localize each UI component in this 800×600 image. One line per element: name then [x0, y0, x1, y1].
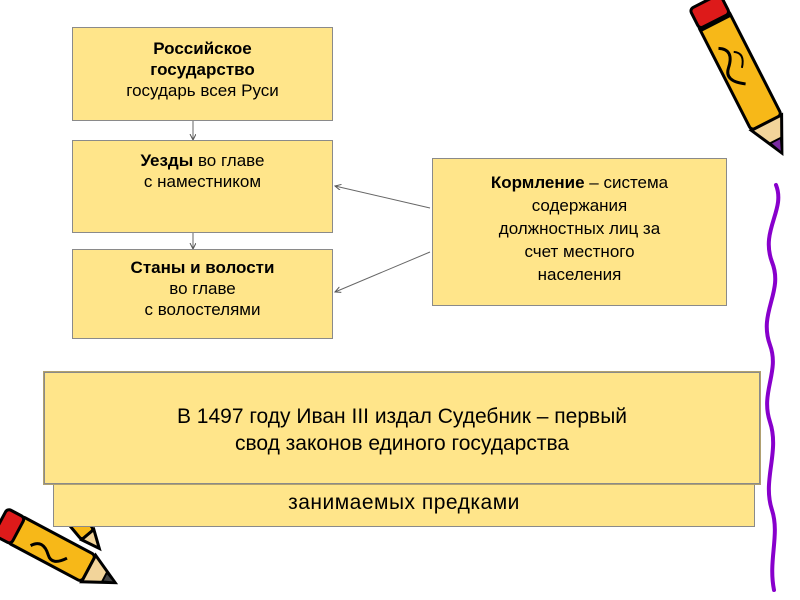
banner-sudebnik: В 1497 году Иван III издал Судебник – пе…: [44, 372, 760, 484]
pencil-icon: [0, 508, 119, 585]
box-uezd-text-2: с наместником: [143, 172, 262, 191]
box-kormlenie-text-2: содержания: [531, 196, 628, 215]
box-state-title-1: Российское: [153, 39, 252, 58]
box-uezd-title: Уезды: [140, 151, 194, 170]
box-kormlenie-text-4: счет местного: [524, 242, 635, 261]
banner-sudebnik-line-1: В 1497 году Иван III издал Судебник – пе…: [176, 405, 628, 428]
box-kormlenie-text-1: – система: [584, 173, 669, 192]
box-kormlenie-text-5: населения: [537, 265, 622, 284]
pencil-icon: [689, 0, 784, 156]
box-uezd-text-1: во главе: [193, 151, 265, 170]
box-kormlenie-text-3: должностных лиц за: [498, 219, 661, 238]
box-russian-state: Российское государство государь всея Рус…: [72, 27, 333, 121]
banner-sudebnik-line-2: свод законов единого государства: [234, 432, 570, 455]
squiggle-decoration: [764, 183, 781, 592]
box-stany-volosti: Станы и волости во главе с волостелями: [72, 249, 333, 339]
box-state-subtitle: государь всея Руси: [126, 81, 279, 100]
box-state-title-2: государство: [150, 60, 255, 79]
arrow-kormlenie-stany: [335, 251, 431, 292]
box-stany-title: Станы и волости: [130, 258, 275, 277]
box-uezdy: Уезды во главе с наместником: [72, 140, 333, 233]
banner-back-text: занимаемых предками: [288, 491, 520, 514]
box-stany-text-2: с волостелями: [144, 300, 261, 319]
box-kormlenie: Кормление – система содержания должностн…: [432, 158, 727, 306]
arrow-kormlenie-uezd: [335, 186, 431, 209]
box-stany-text-1: во главе: [169, 279, 236, 298]
box-kormlenie-title: Кормление: [490, 173, 585, 192]
